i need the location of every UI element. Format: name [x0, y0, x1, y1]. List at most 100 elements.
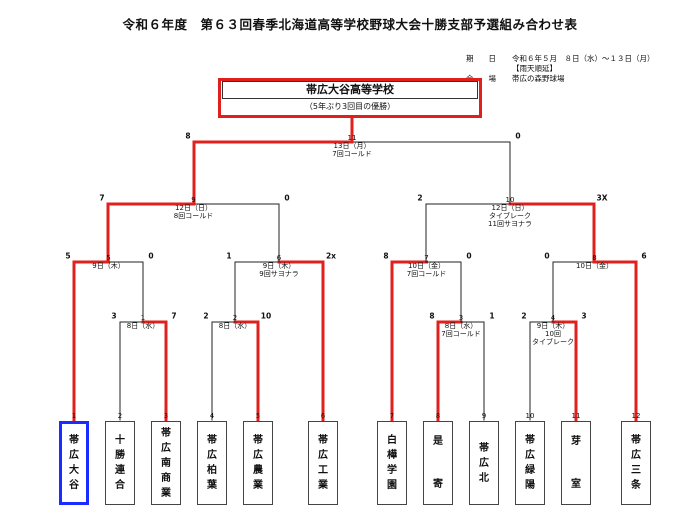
team-name-char: 陽 — [525, 480, 535, 491]
team-box: 帯広南商業 — [151, 421, 181, 505]
g4-score-left: 2 — [521, 311, 527, 321]
team-name-char: 業 — [318, 480, 328, 491]
team-name-char: 広 — [525, 450, 535, 461]
g9-label-line: 12日（日） — [175, 204, 212, 212]
team-name-gap — [574, 449, 577, 477]
g9-label-line: 9 — [191, 196, 196, 204]
team-name-char: 帯 — [479, 442, 489, 454]
g2-label-line: 8日（水） — [218, 322, 252, 330]
g11-score-right: 0 — [515, 131, 521, 141]
g8-label-line: 10日（金） — [576, 262, 613, 270]
g1-score-right: 7 — [171, 311, 177, 321]
team-box: 白樺学園 — [377, 421, 407, 505]
g3-label-line: 3 — [458, 314, 464, 322]
g11-label-line: 11 — [347, 134, 357, 142]
g6-score-left: 1 — [226, 251, 232, 261]
team-number: 2 — [117, 412, 123, 420]
g4-score-right: 3 — [581, 311, 587, 321]
team-name-char: 緑 — [525, 465, 535, 476]
g7-label-line: 7回コールド — [406, 270, 447, 278]
team-number: 9 — [481, 412, 487, 420]
g10-label-line: タイブレーク — [488, 212, 531, 220]
team-name-char: 業 — [253, 480, 263, 491]
team-name-char: 園 — [387, 480, 397, 491]
g7-score-right: 0 — [466, 251, 472, 261]
date-label: 期 日 — [466, 54, 496, 63]
team-name-char: 帯 — [525, 435, 535, 446]
g2-label-line: 2 — [232, 314, 238, 322]
g6-label-line: 9日（木） — [262, 262, 296, 270]
team-box: 是 寄 — [423, 421, 453, 505]
team-name-char: 帯 — [318, 435, 328, 446]
team-name-char: 広 — [207, 450, 217, 461]
team-box: 帯広農業 — [243, 421, 273, 505]
g3-label-line: 7回コールド — [441, 330, 481, 338]
g4-label-line: 10回 — [545, 330, 561, 338]
team-number: 11 — [571, 412, 581, 420]
team-number: 4 — [209, 412, 215, 420]
g4-label-line: 4 — [550, 314, 556, 322]
g10-label-line: 12日（日） — [491, 204, 529, 212]
team-name-char: 大 — [69, 465, 79, 476]
team-name-char: 広 — [631, 450, 641, 461]
g8-label-line: 8 — [592, 254, 597, 262]
team-name-char: 条 — [631, 480, 641, 491]
team-name-char: 広 — [318, 450, 328, 461]
g6-label-line: 9回サヨナラ — [259, 270, 299, 278]
team-number: 8 — [435, 412, 441, 420]
g5-score-left: 5 — [65, 251, 71, 261]
team-box: 帯広北 — [469, 421, 499, 505]
team-name-char: 樺 — [387, 450, 397, 461]
g10-score-left: 2 — [417, 193, 423, 203]
team-name-char: 工 — [318, 465, 328, 476]
team-number: 1 — [71, 412, 77, 420]
team-number: 7 — [389, 412, 395, 420]
team-box: 帯広三条 — [621, 421, 651, 505]
team-name-char: 広 — [161, 442, 171, 454]
team-box: 芽 室 — [561, 421, 591, 505]
team-number: 10 — [525, 412, 535, 420]
team-name-char: 広 — [479, 457, 489, 469]
team-name-char: 寄 — [433, 479, 443, 490]
team-name-char: 南 — [161, 457, 171, 469]
champion-frame — [218, 78, 482, 118]
venue-value: 帯広の森野球場 — [512, 74, 565, 83]
team-name-char: 広 — [69, 450, 79, 461]
champion-note: （5年ぶり3回目の優勝） — [304, 102, 396, 111]
team-box: 十勝連合 — [105, 421, 135, 505]
g11-label-line: 13日（月） — [333, 142, 371, 150]
team-name-char: 帯 — [631, 435, 641, 446]
g7-label-line: 10日（金） — [408, 262, 445, 270]
g5-label-line: 9日（木） — [92, 262, 125, 270]
team-name-char: 連 — [115, 465, 125, 476]
g8-score-left: 0 — [544, 251, 550, 261]
g9-label-line: 8回コールド — [173, 212, 214, 220]
g6-label-line: 6 — [276, 254, 282, 262]
team-number: 12 — [631, 412, 641, 420]
team-number: 6 — [320, 412, 326, 420]
team-box: 帯広大谷 — [59, 421, 89, 505]
team-name-gap — [436, 449, 439, 477]
team-name-char: 帯 — [161, 427, 171, 439]
g7-score-left: 8 — [383, 251, 389, 261]
g2-score-right: 10 — [260, 311, 272, 321]
team-name-char: 三 — [631, 465, 641, 476]
team-name-char: 北 — [479, 472, 489, 484]
team-name-char: 葉 — [207, 480, 217, 491]
team-number: 5 — [255, 412, 261, 420]
g7-label-line: 7 — [424, 254, 429, 262]
date-value: 令和６年５月 ８日（水）～１３日（月） — [512, 54, 655, 63]
g1-score-left: 3 — [111, 311, 117, 321]
g5-label-line: 5 — [106, 254, 111, 262]
team-name-char: 商 — [161, 472, 171, 484]
team-name-char: 柏 — [207, 465, 217, 476]
team-name-char: 合 — [115, 480, 125, 491]
g4-label-line: タイブレーク — [532, 338, 574, 346]
